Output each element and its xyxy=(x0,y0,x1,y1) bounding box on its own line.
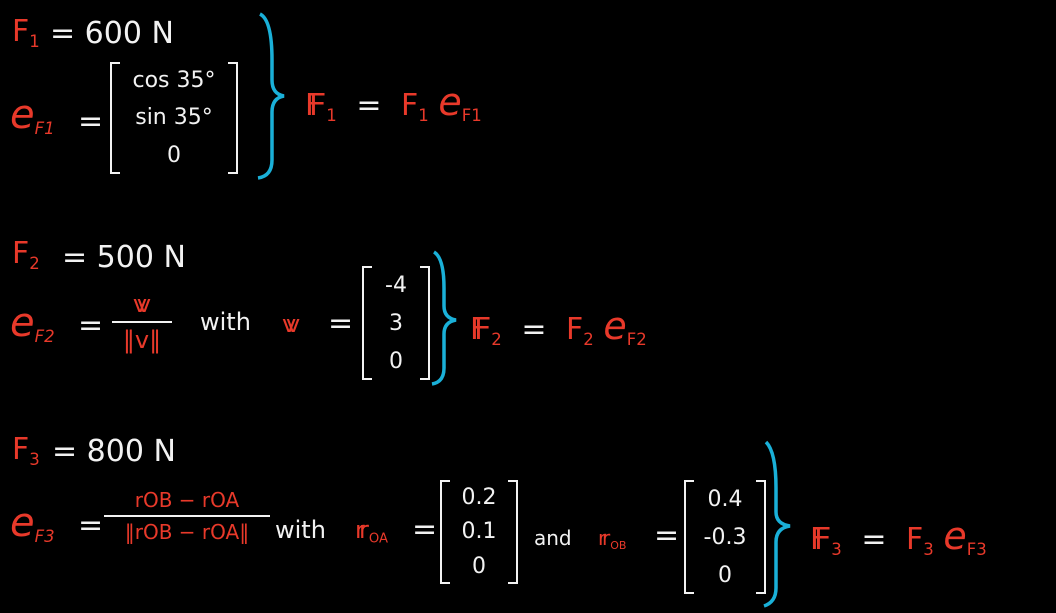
matrix-entry: cos 35° xyxy=(132,68,216,94)
with-label: with xyxy=(200,308,251,336)
force-3-symbol: F3 xyxy=(12,432,40,469)
equals-sign: = xyxy=(328,306,354,341)
force-2-symbol: F2 xyxy=(12,236,40,273)
normalized-v-fraction: v ‖v‖ xyxy=(112,290,172,354)
cyan-brace-3 xyxy=(763,440,791,608)
matrix-entry: 0.4 xyxy=(707,486,743,512)
unit-vector-2-symbol: eF2 xyxy=(10,300,55,346)
r-ob-symbol: rOB xyxy=(598,526,627,552)
force-vector-3-equation: F3 = F3 eF3 xyxy=(810,514,987,559)
fraction-numerator: v xyxy=(132,290,152,318)
v-matrix: -4 3 0 xyxy=(362,266,430,380)
fraction-bar xyxy=(112,321,172,323)
r-ob-matrix: 0.4 -0.3 0 xyxy=(684,480,766,594)
equals-sign: = xyxy=(412,512,438,547)
equals-sign: = xyxy=(78,508,104,543)
with-label: with xyxy=(275,516,326,544)
v-symbol: v xyxy=(282,310,301,338)
equals-sign: = xyxy=(78,104,104,139)
matrix-entry: 0 xyxy=(718,562,732,588)
fraction-denominator: ‖rOB − rOA‖ xyxy=(124,520,250,544)
force-1-symbol: F1 xyxy=(12,14,40,51)
force-2-value: = 500 N xyxy=(62,240,186,275)
force-1-value: = 600 N xyxy=(50,16,174,51)
unit-vector-1-symbol: eF1 xyxy=(10,92,55,138)
force-vector-1-equation: F1 = F1 eF1 xyxy=(305,80,482,125)
cyan-brace-2 xyxy=(431,250,457,386)
matrix-entry: 0 xyxy=(389,348,403,374)
equals-sign: = xyxy=(654,518,680,553)
matrix-entry: -4 xyxy=(385,272,407,298)
unit-vector-1-matrix: cos 35° sin 35° 0 xyxy=(110,62,238,174)
r-oa-matrix: 0.2 0.1 0 xyxy=(440,480,518,584)
unit-vector-3-symbol: eF3 xyxy=(10,500,55,546)
matrix-entry: 0 xyxy=(167,142,181,168)
normalized-difference-fraction: rOB − rOA ‖rOB − rOA‖ xyxy=(104,488,270,544)
matrix-entry: -0.3 xyxy=(703,524,747,550)
force-vector-2-equation: F2 = F2 eF2 xyxy=(470,304,647,349)
fraction-denominator: ‖v‖ xyxy=(122,326,162,354)
matrix-entry: sin 35° xyxy=(135,105,213,131)
matrix-entry: 0.2 xyxy=(461,484,497,510)
matrix-entry: 0 xyxy=(472,554,486,580)
equals-sign: = xyxy=(78,308,104,343)
force-3-value: = 800 N xyxy=(52,434,176,469)
fraction-bar xyxy=(104,515,270,517)
cyan-brace-1 xyxy=(257,12,285,180)
r-oa-symbol: rOA xyxy=(355,516,389,547)
and-label: and xyxy=(534,526,572,550)
fraction-numerator: rOB − rOA xyxy=(134,488,240,512)
matrix-entry: 3 xyxy=(389,310,403,336)
matrix-entry: 0.1 xyxy=(461,519,497,545)
